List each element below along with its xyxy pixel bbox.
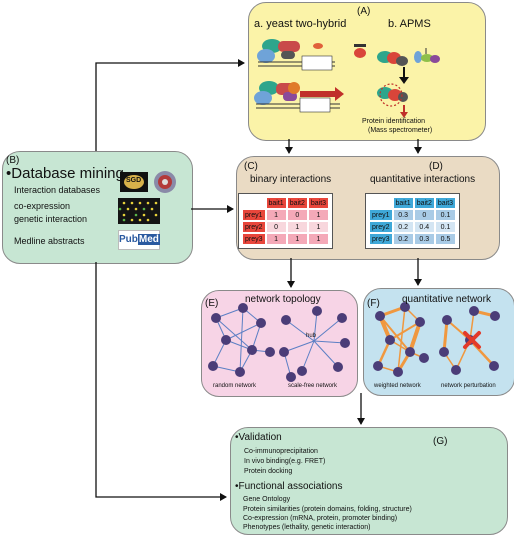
table-header: bait2 bbox=[414, 198, 434, 208]
quantitative-interactions-title: quantitative interactions bbox=[370, 174, 476, 185]
sgd-logo-text: SGD bbox=[126, 177, 142, 184]
table-header: bait3 bbox=[435, 198, 456, 208]
functional-item: Phenotypes (lethality, genetic interacti… bbox=[243, 524, 371, 531]
panel-f-letter: (F) bbox=[367, 298, 380, 309]
table-row: prey2 0 1 1 bbox=[243, 222, 329, 232]
panel-a-letter: (A) bbox=[357, 6, 371, 17]
flow-arrows bbox=[95, 59, 422, 501]
functional-item: Gene Ontology bbox=[243, 496, 291, 503]
database-mining-title: •Database mining bbox=[6, 165, 124, 182]
pubmed-logo: PubMed bbox=[118, 230, 160, 250]
apms-illustration bbox=[354, 44, 440, 118]
weighted-network bbox=[373, 302, 429, 377]
panel-c-letter: (C) bbox=[244, 161, 258, 172]
perturbation-cross-icon bbox=[463, 331, 481, 349]
table-row: prey1 1 0 1 bbox=[243, 210, 329, 220]
mass-spec-note-1: Protein identification bbox=[362, 118, 426, 125]
scale-free-network bbox=[279, 306, 350, 382]
panel-d-letter: (D) bbox=[429, 161, 443, 172]
functional-item: Co-expression (mRNA, protein, promoter b… bbox=[243, 515, 398, 522]
table-row: prey1 0.3 0 0.1 bbox=[370, 210, 456, 220]
panel-b bbox=[2, 151, 193, 264]
bullet-icon: • bbox=[6, 165, 12, 182]
network-perturbation-caption: network perturbation bbox=[441, 383, 496, 389]
panel-g bbox=[230, 427, 508, 535]
db-item: Interaction databases bbox=[14, 185, 101, 195]
quantitative-network-title: quantitative network bbox=[402, 294, 491, 305]
random-network bbox=[208, 303, 275, 377]
table-row: prey2 0.2 0.4 0.1 bbox=[370, 222, 456, 232]
validation-item: Co-immunoprecipitation bbox=[244, 448, 318, 455]
table-header: bait3 bbox=[308, 198, 329, 208]
binary-interaction-table: bait1 bait2 bait3 prey1 1 0 1 prey2 0 1 … bbox=[238, 193, 334, 249]
yeast-two-hybrid-illustration bbox=[254, 39, 344, 113]
table-row: prey3 0.2 0.3 0.5 bbox=[370, 234, 456, 244]
panel-b-letter: (B) bbox=[6, 155, 20, 166]
panel-g-letter: (G) bbox=[433, 436, 448, 447]
bullet-icon: • bbox=[235, 481, 239, 492]
hub-label: hub bbox=[306, 333, 317, 339]
validation-item: Protein docking bbox=[244, 468, 293, 475]
microarray-image bbox=[118, 198, 160, 224]
table-header: bait1 bbox=[266, 198, 286, 208]
functional-associations-title: •Functional associations bbox=[235, 481, 343, 492]
table-row: prey3 1 1 1 bbox=[243, 234, 329, 244]
table-header: bait2 bbox=[287, 198, 307, 208]
scale-free-network-caption: scale-free network bbox=[288, 383, 338, 389]
yeast-cell-icon bbox=[154, 171, 176, 193]
binary-interactions-title: binary interactions bbox=[250, 174, 332, 185]
db-item: Medline abstracts bbox=[14, 236, 85, 246]
validation-item: In vivo binding(e.g. FRET) bbox=[244, 458, 326, 465]
sgd-logo bbox=[120, 172, 148, 192]
table-header: bait1 bbox=[393, 198, 413, 208]
apms-title: b. APMS bbox=[388, 18, 431, 30]
yeast-two-hybrid-title: a. yeast two-hybrid bbox=[254, 18, 347, 30]
network-topology-title: network topology bbox=[245, 294, 321, 305]
panel-a bbox=[248, 2, 486, 141]
quantitative-interaction-table: bait1 bait2 bait3 prey1 0.3 0 0.1 prey2 … bbox=[365, 193, 461, 249]
arrow-b-to-a bbox=[95, 59, 245, 151]
validation-title: •Validation bbox=[235, 432, 282, 443]
bullet-icon: • bbox=[235, 432, 239, 443]
mass-spec-note-2: (Mass spectrometer) bbox=[368, 127, 433, 134]
panel-e-letter: (E) bbox=[205, 298, 219, 309]
weighted-network-caption: weighted network bbox=[374, 383, 421, 389]
arrow-b-to-g bbox=[95, 262, 227, 501]
functional-item: Protein similarities (protein domains, f… bbox=[243, 506, 412, 513]
db-item: genetic interaction bbox=[14, 214, 88, 224]
network-perturbation bbox=[439, 306, 500, 375]
random-network-caption: random network bbox=[213, 383, 257, 389]
db-item: co-expression bbox=[14, 201, 71, 211]
